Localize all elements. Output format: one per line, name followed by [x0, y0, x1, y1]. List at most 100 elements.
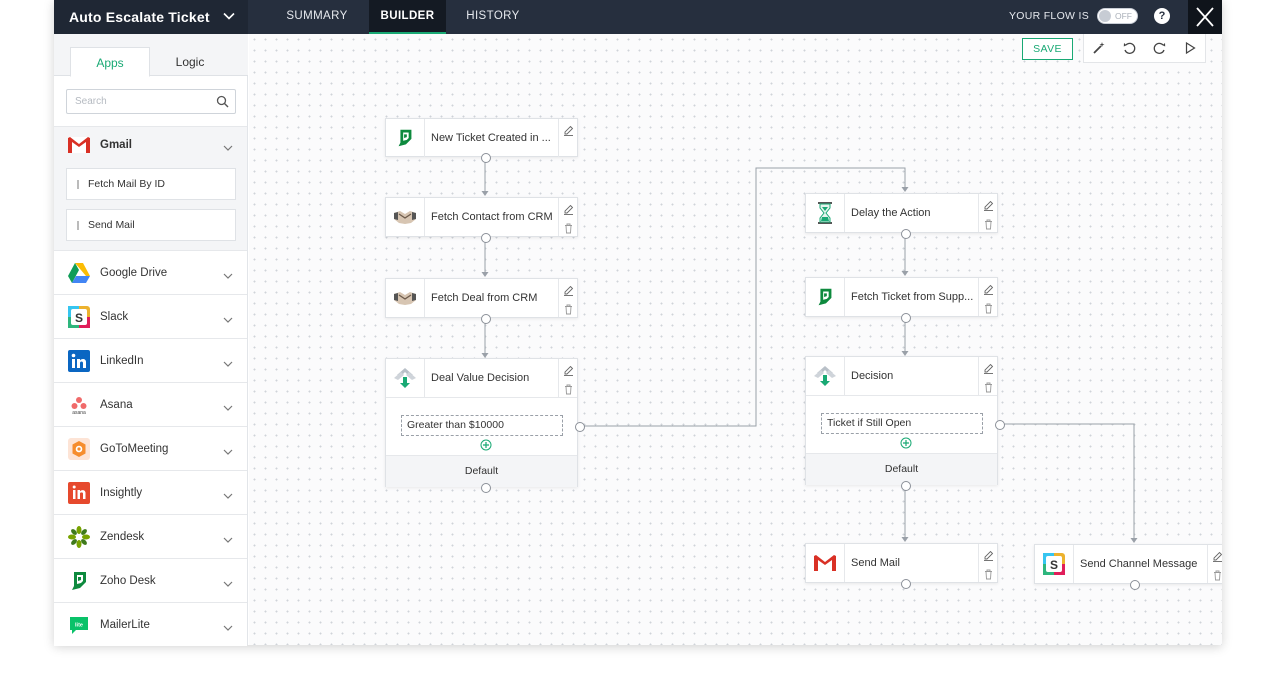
edit-icon[interactable]: [563, 363, 574, 381]
edit-icon[interactable]: [983, 548, 994, 566]
trash-icon[interactable]: [983, 567, 994, 585]
action-send-mail[interactable]: Send Mail: [66, 209, 236, 241]
gmail-icon: [806, 544, 845, 582]
asana-icon: asana: [67, 393, 91, 417]
save-button[interactable]: SAVE: [1022, 38, 1073, 60]
edit-icon[interactable]: [983, 282, 994, 300]
delay-node[interactable]: Delay the Action: [805, 193, 998, 239]
fetch-deal-node[interactable]: Fetch Deal from CRM: [385, 278, 578, 324]
trigger-node[interactable]: New Ticket Created in ...: [385, 118, 578, 163]
trash-icon[interactable]: [983, 301, 994, 319]
toggle-knob: [1099, 10, 1111, 22]
redo-icon[interactable]: [1145, 34, 1175, 62]
fetch-contact-node[interactable]: Fetch Contact from CRM: [385, 197, 578, 243]
app-item-insightly[interactable]: Insightly: [54, 470, 247, 514]
node-title: New Ticket Created in ...: [431, 132, 551, 144]
decision-body: Ticket if Still Open Default: [806, 395, 997, 485]
app-item-zendesk[interactable]: Zendesk: [54, 514, 247, 558]
edit-icon[interactable]: [563, 283, 574, 301]
app-name: Zendesk: [100, 531, 145, 543]
condition-branch[interactable]: Ticket if Still Open: [821, 413, 983, 434]
chevron-down-icon: [223, 488, 233, 506]
default-port[interactable]: [481, 483, 491, 493]
app-item-gotomeeting[interactable]: GoToMeeting: [54, 426, 247, 470]
app-item-zoho-desk[interactable]: Zoho Desk: [54, 558, 247, 602]
zoho-desk-icon: [386, 119, 425, 157]
app-name: Asana: [100, 399, 133, 411]
search-icon[interactable]: [216, 95, 229, 113]
magic-wand-icon[interactable]: [1084, 34, 1114, 62]
flow-canvas[interactable]: SAVE: [249, 34, 1222, 645]
trash-icon[interactable]: [983, 380, 994, 398]
condition-port[interactable]: [995, 420, 1005, 430]
app-item-slack[interactable]: S Slack: [54, 294, 247, 338]
chevron-up-icon: [223, 140, 233, 158]
output-port[interactable]: [481, 233, 491, 243]
fetch-ticket-node[interactable]: Fetch Ticket from Supp...: [805, 277, 998, 323]
edit-icon[interactable]: [983, 361, 994, 379]
condition-branch[interactable]: Greater than $10000: [401, 415, 563, 436]
tab-logic[interactable]: Logic: [175, 55, 205, 69]
search-box: [66, 89, 236, 114]
tab-builder[interactable]: BUILDER: [369, 0, 446, 34]
undo-icon[interactable]: [1114, 34, 1144, 62]
flow-status-label: YOUR FLOW IS: [1008, 10, 1089, 22]
edit-icon[interactable]: [983, 198, 994, 216]
close-icon: [1196, 7, 1214, 27]
output-port[interactable]: [901, 579, 911, 589]
tab-history[interactable]: HISTORY: [466, 10, 520, 22]
app-item-linkedin[interactable]: LinkedIn: [54, 338, 247, 382]
search-input[interactable]: [67, 90, 207, 113]
trash-icon[interactable]: [563, 302, 574, 320]
trash-icon[interactable]: [563, 221, 574, 239]
trash-icon[interactable]: [983, 217, 994, 235]
output-port[interactable]: [481, 153, 491, 163]
action-fetch-mail-by-id[interactable]: Fetch Mail By ID: [66, 168, 236, 200]
node-title: Fetch Ticket from Supp...: [851, 291, 974, 303]
top-bar: Auto Escalate Ticket SUMMARY BUILDER HIS…: [54, 0, 1222, 34]
app-name: Insightly: [100, 487, 143, 499]
node-title: Decision: [851, 370, 894, 382]
handshake-icon: [386, 279, 425, 317]
play-icon[interactable]: [1175, 34, 1205, 62]
default-branch[interactable]: Default: [806, 453, 997, 485]
edit-icon[interactable]: [563, 202, 574, 220]
flow-name: Auto Escalate Ticket: [69, 9, 210, 25]
chevron-down-icon: [223, 356, 233, 374]
sidebar-tabs: Apps Logic: [54, 34, 248, 77]
app-item-mailerlite[interactable]: lite MailerLite: [54, 602, 247, 646]
flow-builder-window: Auto Escalate Ticket SUMMARY BUILDER HIS…: [54, 0, 1222, 646]
output-port[interactable]: [901, 313, 911, 323]
send-mail-node[interactable]: Send Mail: [805, 543, 998, 589]
node-actions: [558, 119, 577, 157]
node-actions: [558, 198, 577, 236]
output-port[interactable]: [481, 314, 491, 324]
output-port[interactable]: [1130, 580, 1140, 590]
flow-name-dropdown[interactable]: Auto Escalate Ticket: [54, 0, 248, 34]
slack-icon: S: [1035, 545, 1074, 583]
flow-toggle[interactable]: OFF: [1097, 8, 1138, 24]
default-port[interactable]: [901, 481, 911, 491]
tab-apps[interactable]: Apps: [70, 47, 150, 77]
send-channel-message-node[interactable]: S Send Channel Message: [1034, 544, 1222, 590]
trash-icon[interactable]: [1212, 568, 1222, 586]
node-title: Send Channel Message: [1080, 558, 1198, 570]
app-item-asana[interactable]: asana Asana: [54, 382, 247, 426]
slack-icon: S: [67, 305, 91, 329]
deal-value-decision-node[interactable]: Deal Value Decision Greater than $10000 …: [385, 358, 585, 493]
condition-port[interactable]: [575, 422, 585, 432]
decision-node[interactable]: Decision Ticket if Still Open Default: [805, 356, 1005, 491]
tab-summary[interactable]: SUMMARY: [286, 10, 348, 22]
add-condition-icon[interactable]: [900, 436, 912, 454]
trash-icon[interactable]: [563, 382, 574, 400]
close-button[interactable]: [1188, 0, 1222, 34]
app-item-google-drive[interactable]: Google Drive: [54, 250, 247, 294]
app-item-gmail[interactable]: Gmail Fetch Mail By ID Send Mail: [54, 126, 247, 250]
add-condition-icon[interactable]: [480, 438, 492, 456]
output-port[interactable]: [901, 229, 911, 239]
gmail-icon: [67, 133, 91, 157]
edit-icon[interactable]: [1212, 549, 1222, 567]
help-icon[interactable]: ?: [1154, 8, 1170, 24]
default-branch[interactable]: Default: [386, 455, 577, 487]
edit-icon[interactable]: [563, 123, 574, 141]
